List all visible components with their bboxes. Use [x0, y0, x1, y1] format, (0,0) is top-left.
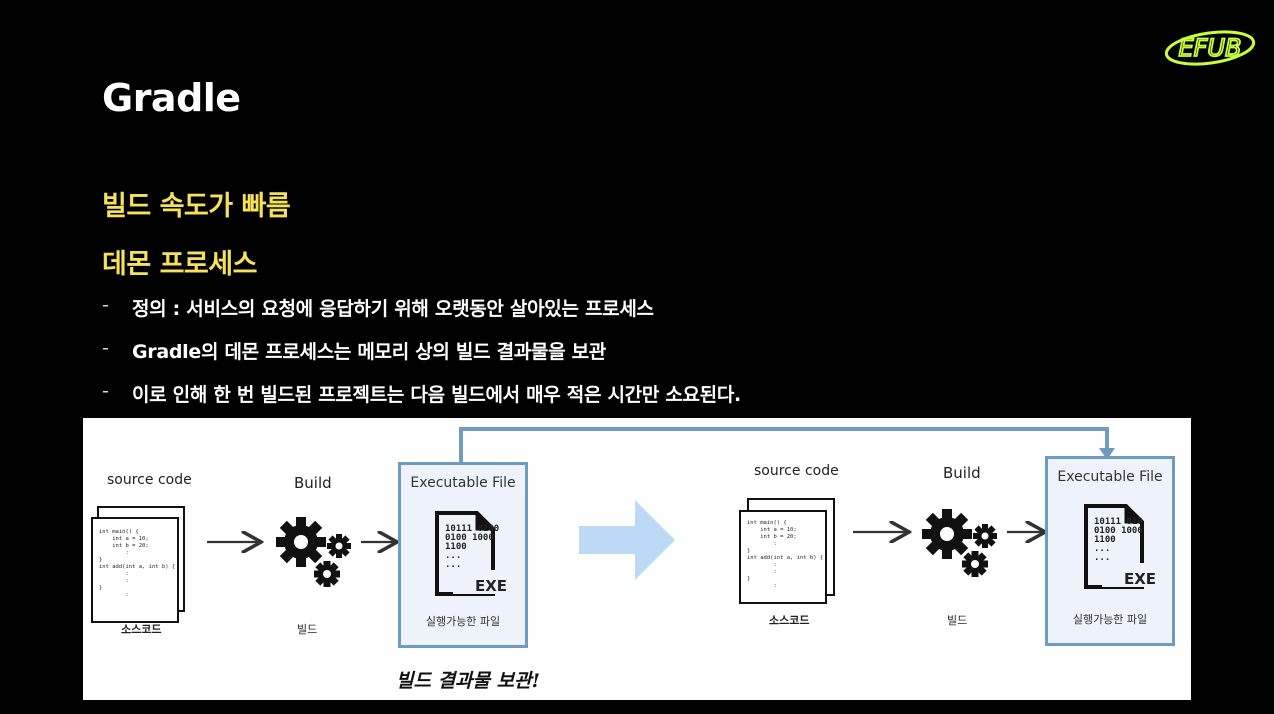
subtitle-build-speed: 빌드 속도가 빠름	[102, 191, 291, 222]
build-label-left: Build	[294, 474, 332, 492]
exe-title-left: Executable File	[410, 475, 516, 491]
gear-icon	[922, 509, 972, 559]
gear-icon	[962, 551, 988, 577]
reuse-connector	[459, 427, 1109, 462]
source-code-snippet: int main() { int a = 10; int b = 20; : }…	[99, 529, 176, 598]
exe-title-right: Executable File	[1057, 469, 1163, 485]
efub-logo: EFUB	[1164, 30, 1256, 66]
source-code-snippet: int main() { int a = 10; int b = 20; : }…	[747, 520, 824, 589]
slide-title: Gradle	[102, 76, 241, 120]
build-label-right: Build	[943, 464, 981, 482]
source-doc-front-left: int main() { int a = 10; int b = 20; : }…	[91, 517, 179, 623]
build-caption-right: 빌드	[947, 614, 968, 627]
build-diagram: source code int main() { int a = 10; int…	[83, 418, 1191, 700]
exe-badge-left: EXE	[475, 577, 508, 595]
source-code-label-right: source code	[754, 463, 839, 479]
diagram-connectors	[207, 427, 1115, 580]
source-doc-front-right: int main() { int a = 10; int b = 20; : }…	[739, 510, 827, 604]
reuse-connector-head	[1099, 448, 1115, 460]
gear-icon	[327, 534, 351, 558]
exe-caption-left: 실행가능한 파일	[425, 615, 501, 628]
gears-icon-right	[922, 509, 997, 577]
gear-icon	[973, 524, 997, 548]
handwritten-note: 빌드 결과물 보관!	[396, 670, 540, 692]
source-caption-right: 소스코드	[769, 614, 810, 627]
bullet-dash: -	[102, 294, 109, 316]
gears-icon-left	[276, 517, 351, 587]
exe-file-icon	[435, 511, 501, 596]
build-caption-left: 빌드	[297, 623, 318, 636]
exe-badge-right: EXE	[1124, 570, 1157, 588]
bullet-text: Gradle의 데몬 프로세스는 메모리 상의 빌드 결과물을 보관	[132, 341, 606, 363]
subtitle-daemon-process: 데몬 프로세스	[102, 249, 257, 280]
exe-file-icon	[1084, 504, 1150, 589]
gear-icon	[314, 561, 340, 587]
exe-caption-right: 실행가능한 파일	[1072, 613, 1148, 626]
bullet-text: 이로 인해 한 번 빌드된 프로젝트는 다음 빌드에서 매우 적은 시간만 소요…	[132, 384, 741, 406]
bullet-dash: -	[102, 380, 109, 402]
source-caption-left: 소스코드	[121, 623, 162, 636]
gear-icon	[276, 517, 326, 567]
svg-text:EFUB: EFUB	[1179, 34, 1242, 62]
big-transition-arrow	[579, 500, 675, 580]
bullet-dash: -	[102, 337, 109, 359]
source-code-label-left: source code	[107, 472, 192, 488]
bullet-text: 정의 : 서비스의 요청에 응답하기 위해 오랫동안 살아있는 프로세스	[132, 298, 654, 320]
